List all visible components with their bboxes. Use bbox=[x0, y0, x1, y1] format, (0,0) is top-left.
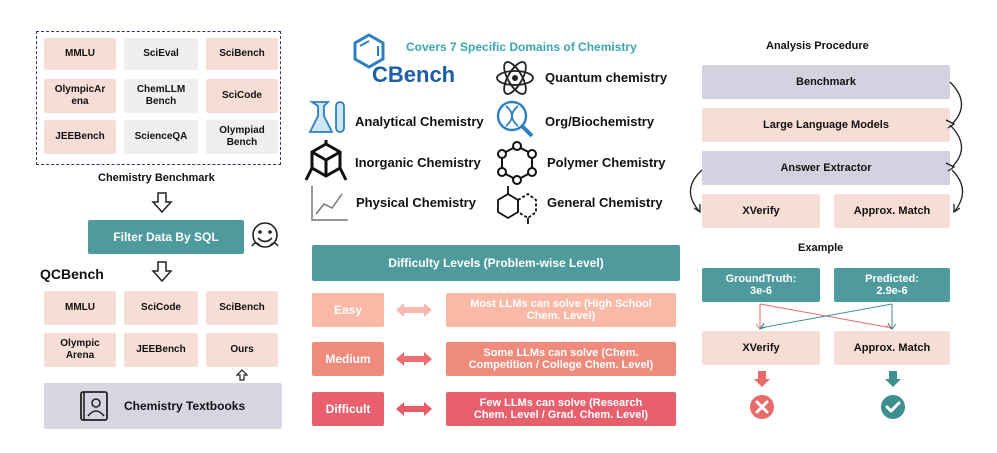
covers-domains-label: Covers 7 Specific Domains of Chemistry bbox=[406, 40, 637, 54]
step-answer-extractor: Answer Extractor bbox=[702, 151, 950, 185]
source-mmlu: MMLU bbox=[44, 38, 116, 70]
analysis-procedure-title: Analysis Procedure bbox=[766, 40, 869, 52]
double-arrow-medium-icon bbox=[396, 352, 432, 366]
atom-icon bbox=[496, 61, 534, 95]
down-arrow-icon bbox=[151, 261, 173, 283]
domain-org-biochemistry: Org/Biochemistry bbox=[545, 114, 655, 129]
level-difficult-desc: Few LLMs can solve (Research Chem. Level… bbox=[446, 392, 676, 426]
textbooks-label: Chemistry Textbooks bbox=[124, 399, 246, 413]
step-benchmark: Benchmark bbox=[702, 65, 950, 99]
domain-general-chemistry: General Chemistry bbox=[547, 195, 663, 210]
level-medium: Medium bbox=[312, 342, 384, 376]
down-arrow-teal-icon bbox=[885, 371, 901, 387]
example-approx-match: Approx. Match bbox=[834, 331, 950, 365]
filter-data-by-sql: Filter Data By SQL bbox=[88, 220, 244, 254]
chemistry-benchmark-caption: Chemistry Benchmark bbox=[98, 172, 215, 184]
domain-quantum-chemistry: Quantum chemistry bbox=[545, 70, 668, 85]
textbook-icon bbox=[80, 391, 108, 421]
source-olympicarena: OlympicAr ena bbox=[44, 79, 116, 113]
cube-molecule-icon bbox=[304, 140, 348, 181]
source-scienceqa: ScienceQA bbox=[124, 120, 198, 154]
dna-search-icon bbox=[496, 100, 534, 138]
groundtruth-box: GroundTruth: 3e-6 bbox=[702, 268, 820, 302]
flask-test-tube-icon bbox=[308, 101, 345, 133]
qcbench-title: QCBench bbox=[40, 266, 104, 282]
difficulty-header: Difficulty Levels (Problem-wise Level) bbox=[312, 245, 680, 281]
down-arrow-red-icon bbox=[754, 371, 770, 387]
predicted-box: Predicted: 2.9e-6 bbox=[834, 268, 950, 302]
double-arrow-difficult-icon bbox=[396, 402, 432, 416]
chemistry-textbooks: Chemistry Textbooks bbox=[44, 383, 282, 429]
qc-jeebench: JEEBench bbox=[124, 333, 198, 367]
level-easy: Easy bbox=[312, 293, 384, 327]
crossing-arrows bbox=[755, 303, 897, 331]
example-xverify: XVerify bbox=[702, 331, 820, 365]
double-arrow-easy-icon bbox=[396, 303, 432, 317]
qc-olympicarena: Olympic Arena bbox=[44, 333, 116, 367]
polymer-chain-icon bbox=[497, 141, 537, 185]
method-approx-match: Approx. Match bbox=[834, 194, 950, 228]
source-jeebench: JEEBench bbox=[44, 120, 116, 154]
method-xverify: XVerify bbox=[702, 194, 820, 228]
domain-inorganic-chemistry: Inorganic Chemistry bbox=[355, 155, 481, 170]
cbench-logo-text: CBench bbox=[372, 62, 456, 87]
line-chart-icon bbox=[311, 186, 348, 221]
example-title: Example bbox=[798, 242, 844, 254]
correct-check-icon bbox=[881, 395, 905, 419]
source-olympiadbench: Olympiad Bench bbox=[206, 120, 278, 154]
source-scieval: SciEval bbox=[124, 38, 198, 70]
qc-ours: Ours bbox=[206, 333, 278, 367]
wrong-cross-icon bbox=[750, 395, 774, 419]
up-arrow-icon bbox=[236, 369, 248, 381]
domain-physical-chemistry: Physical Chemistry bbox=[356, 195, 476, 210]
qc-mmlu: MMLU bbox=[44, 291, 116, 325]
source-scicode: SciCode bbox=[206, 79, 278, 113]
hugging-face-icon bbox=[251, 222, 279, 248]
source-scibench: SciBench bbox=[206, 38, 278, 70]
qc-scibench: SciBench bbox=[206, 291, 278, 325]
source-chemllmbench: ChemLLM Bench bbox=[124, 79, 198, 113]
qc-scicode: SciCode bbox=[124, 291, 198, 325]
step-llm: Large Language Models bbox=[702, 108, 950, 142]
flow-curve-arrows bbox=[689, 81, 964, 214]
domain-analytical-chemistry: Analytical Chemistry bbox=[355, 114, 484, 129]
level-difficult: Difficult bbox=[312, 392, 384, 426]
source-benchmarks-frame bbox=[36, 31, 281, 165]
benzene-logo-icon bbox=[353, 33, 385, 69]
domain-polymer-chemistry: Polymer Chemistry bbox=[547, 155, 666, 170]
level-medium-desc: Some LLMs can solve (Chem. Competition /… bbox=[446, 342, 676, 376]
level-easy-desc: Most LLMs can solve (High School Chem. L… bbox=[446, 293, 676, 327]
molecule-structure-icon bbox=[497, 186, 537, 224]
down-arrow-icon bbox=[151, 192, 173, 214]
